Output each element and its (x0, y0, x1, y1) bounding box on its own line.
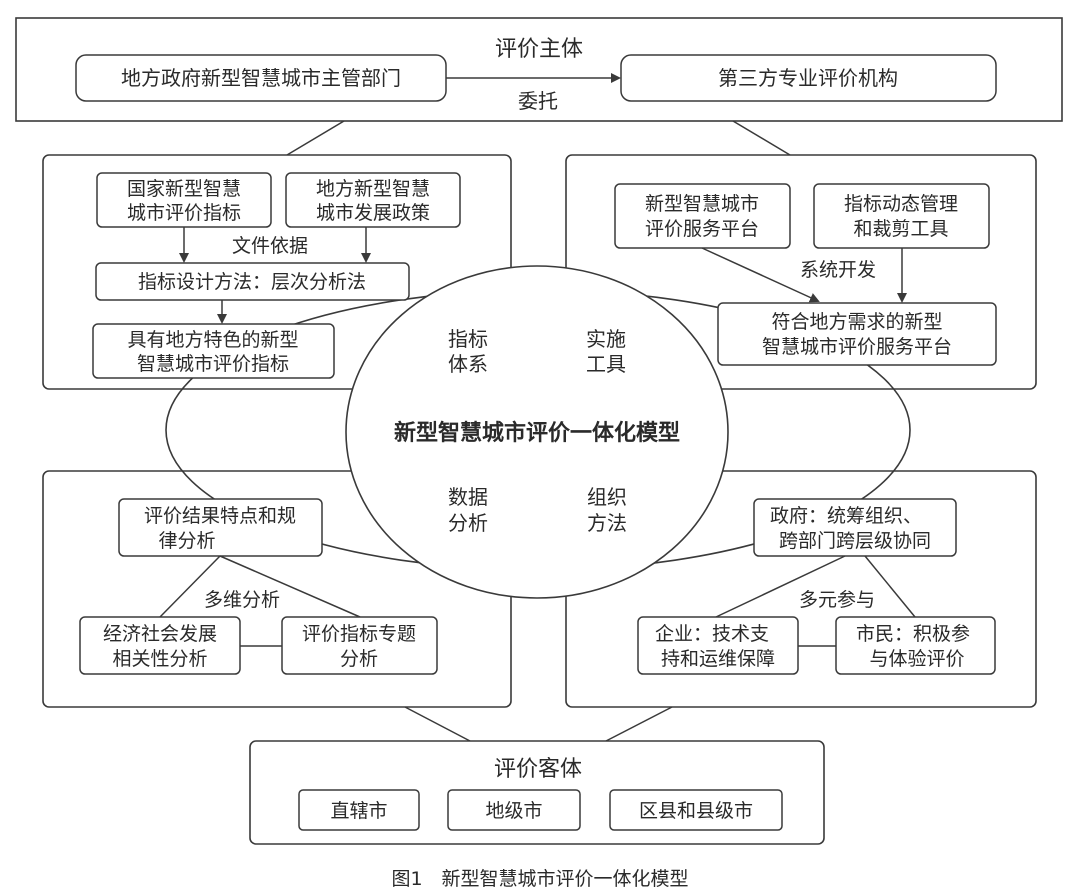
special-topic-box (281, 616, 438, 675)
county-box (609, 789, 783, 831)
multi-party-label: 多元参与 (799, 589, 875, 611)
data-quadrant-label-1: 数据 (448, 485, 488, 509)
special-topic-line1: 评价指标专题 (302, 623, 416, 645)
organization-method: 组织 方法 政府：统筹组织、 跨部门跨层级协同 多元参与 企业：技术支 持和运维… (587, 485, 996, 675)
result-pattern-line1: 评价结果特点和规 (144, 505, 296, 527)
data-analysis: 数据 分析 评价结果特点和规 律分析 多维分析 经济社会发展 相关性分析 评价指… (79, 485, 488, 675)
multi-dim-label: 多维分析 (204, 589, 280, 611)
dynamic-tool-line1: 指标动态管理 (844, 193, 958, 215)
result-pattern-line2: 律分析 (158, 530, 215, 552)
file-basis-label: 文件依据 (232, 235, 308, 257)
tools-quadrant-label-2: 工具 (586, 352, 626, 376)
system-dev-label: 系统开发 (800, 259, 876, 281)
evaluation-object-title: 评价客体 (494, 757, 582, 782)
econ-correlation-line1: 经济社会发展 (103, 623, 217, 645)
entrust-label: 委托 (518, 89, 558, 113)
indicator-quadrant-label-1: 指标 (448, 327, 488, 351)
connector-top-right (732, 120, 791, 156)
org-quadrant-label-2: 方法 (587, 511, 627, 535)
evaluation-subject-title: 评价主体 (495, 37, 583, 62)
local-policy-box (285, 172, 461, 228)
local-indicator-line1: 具有地方特色的新型 (127, 329, 298, 351)
national-indicator-line2: 城市评价指标 (127, 202, 241, 224)
gov-role-line2: 跨部门跨层级协同 (779, 530, 931, 552)
model-title: 新型智慧城市评价一体化模型 (394, 420, 680, 446)
econ-correlation-line2: 相关性分析 (112, 648, 207, 670)
connector-top-left (286, 120, 345, 156)
municipality-box (298, 789, 420, 831)
citizen-line2: 与体验评价 (869, 648, 964, 670)
third-party-box (620, 54, 997, 102)
dynamic-tool-line2: 和裁剪工具 (853, 218, 948, 240)
line-gov-to-citizen (864, 555, 916, 618)
connector-bottom-right (605, 706, 673, 742)
enterprise-line2: 持和运维保障 (661, 648, 775, 670)
prefecture-city-box (447, 789, 581, 831)
line-result-to-special (219, 555, 361, 618)
connector-bottom-left (404, 706, 471, 742)
method-label: 指标设计方法：层次分析法 (138, 271, 366, 293)
citizen-line1: 市民：积极参 (856, 623, 970, 645)
method-box (95, 262, 410, 301)
implementation-tools: 新型智慧城市 评价服务平台 指标动态管理 和裁剪工具 系统开发 符合地方需求的新… (586, 183, 997, 376)
local-policy-line2: 城市发展政策 (316, 202, 430, 224)
eval-platform-line1: 新型智慧城市 (645, 193, 759, 215)
local-policy-line1: 地方新型智慧 (316, 178, 430, 200)
national-indicator-line1: 国家新型智慧 (127, 178, 241, 200)
local-platform-line2: 智慧城市评价服务平台 (762, 336, 952, 358)
third-party-label: 第三方专业评价机构 (718, 66, 898, 90)
gov-role-box (753, 498, 957, 557)
prefecture-city-label: 地级市 (485, 800, 542, 822)
local-platform-box (717, 302, 997, 366)
citizen-box (835, 616, 996, 675)
indicator-system: 国家新型智慧 城市评价指标 地方新型智慧 城市发展政策 文件依据 指标设计方法：… (92, 172, 488, 379)
data-quadrant-label-2: 分析 (448, 511, 488, 535)
local-indicator-box (92, 323, 335, 379)
municipality-label: 直辖市 (330, 800, 387, 822)
org-quadrant-label-1: 组织 (587, 485, 627, 509)
local-gov-label: 地方政府新型智慧城市主管部门 (121, 66, 401, 90)
county-label: 区县和县级市 (639, 800, 753, 822)
figure-caption: 图1 新型智慧城市评价一体化模型 (391, 868, 688, 890)
enterprise-line1: 企业：技术支 (655, 623, 769, 645)
indicator-quadrant-label-2: 体系 (448, 352, 488, 376)
arrow-platform-to-result (701, 247, 820, 303)
special-topic-line2: 分析 (340, 648, 378, 670)
line-result-to-econ (159, 555, 221, 618)
local-indicator-line2: 智慧城市评价指标 (137, 353, 289, 375)
gov-role-line1: 政府：统筹组织、 (770, 505, 922, 527)
model-core-circle (345, 265, 729, 599)
local-platform-line1: 符合地方需求的新型 (771, 311, 942, 333)
eval-platform-line2: 评价服务平台 (645, 218, 759, 240)
tools-quadrant-label-1: 实施 (586, 327, 626, 351)
line-gov-to-enterprise (715, 555, 846, 618)
